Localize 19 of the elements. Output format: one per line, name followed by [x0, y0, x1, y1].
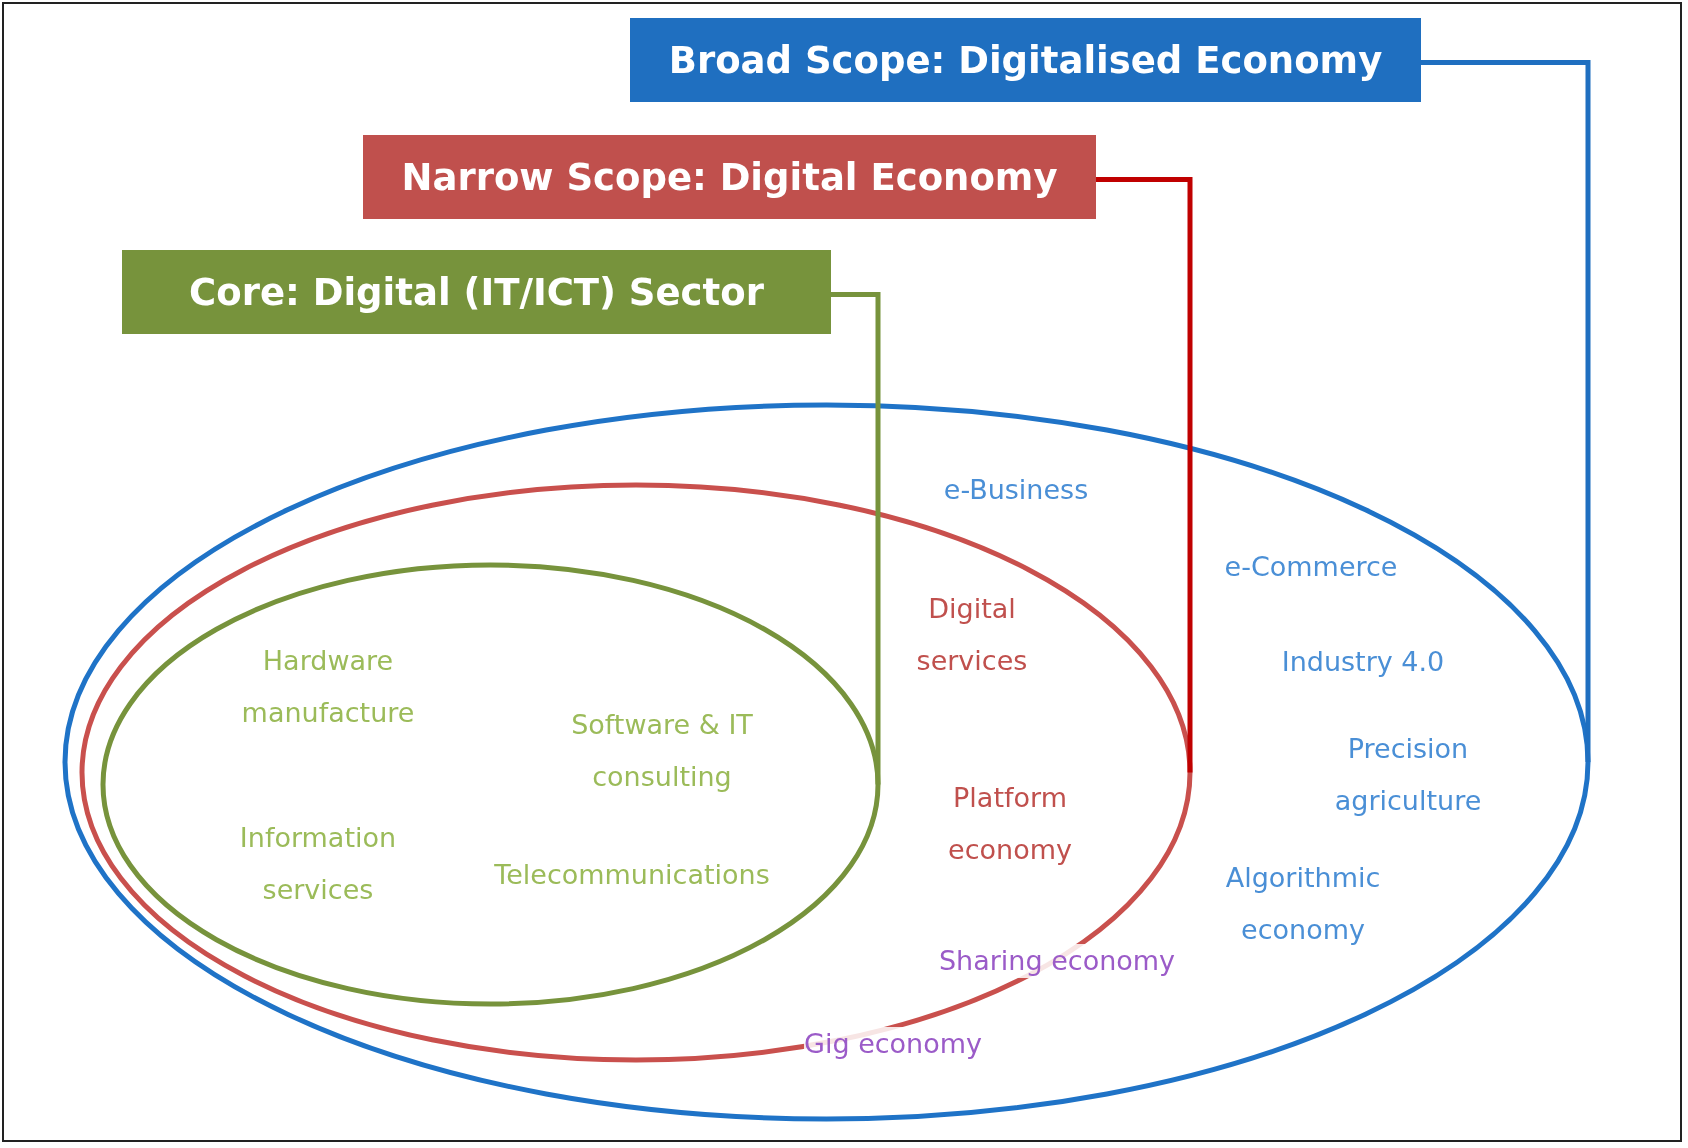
category-text: e-Business — [942, 473, 1090, 507]
category-text: Sharing economy — [938, 944, 1176, 978]
leader-line — [831, 292, 881, 785]
title-banner: Broad Scope: Digitalised Economy — [630, 18, 1421, 102]
category-text: Information services — [238, 821, 398, 907]
category-text: Platform economy — [947, 781, 1073, 867]
leader-line — [1096, 177, 1193, 773]
category-text: Precision agriculture — [1333, 732, 1483, 818]
title-banner: Narrow Scope: Digital Economy — [363, 135, 1096, 219]
category-text: Hardware manufacture — [240, 644, 416, 730]
category-text: Algorithmic economy — [1224, 861, 1382, 947]
category-text: e-Commerce — [1223, 550, 1399, 584]
title-banner: Core: Digital (IT/ICT) Sector — [122, 250, 831, 334]
leader-line — [1421, 60, 1591, 762]
category-text: Software & IT consulting — [570, 708, 754, 794]
category-text: Industry 4.0 — [1280, 645, 1446, 679]
category-text: Digital services — [915, 592, 1029, 678]
category-text: Gig economy — [804, 1027, 982, 1061]
category-text: Telecommunications — [493, 858, 771, 892]
